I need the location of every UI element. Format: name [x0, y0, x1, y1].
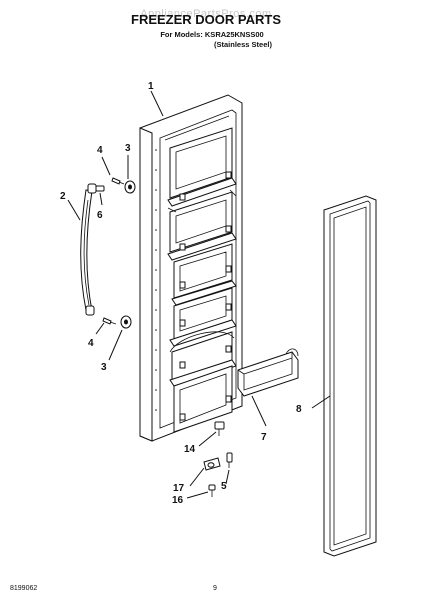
callout-6-upper-pin: 6 — [97, 210, 103, 221]
models-line: For Models: KSRA25KNSS00 — [160, 30, 263, 39]
callout-8-gasket: 8 — [296, 404, 302, 415]
callout-3-lower-spacer: 3 — [101, 362, 107, 373]
door-shelf-3 — [171, 243, 237, 306]
lower-handle-screw — [102, 317, 117, 325]
hinge-screw-14 — [214, 421, 225, 436]
callout-4-upper-screw: 4 — [97, 145, 103, 156]
callout-leaders — [67, 90, 331, 499]
door-shelf-6 — [173, 365, 233, 433]
door-gasket — [323, 195, 377, 557]
callout-7-bin: 7 — [261, 432, 267, 443]
callout-2-handle: 2 — [60, 191, 66, 202]
finish-line: (Stainless Steel) — [214, 40, 272, 49]
door-bin — [237, 348, 299, 397]
shelf-clips — [179, 171, 232, 421]
door-shelf-2 — [167, 189, 237, 261]
callout-16-bottom-screw: 16 — [172, 495, 184, 506]
callout-1-door: 1 — [148, 81, 154, 92]
document-number: 8199062 — [10, 585, 37, 592]
callout-3-upper-spacer: 3 — [125, 143, 131, 154]
callout-17-cam: 17 — [173, 483, 185, 494]
callout-5-lower-pin: 5 — [221, 481, 227, 492]
door-rivets — [155, 149, 157, 411]
upper-handle-pin — [95, 185, 105, 192]
callout-4-lower-screw: 4 — [88, 338, 94, 349]
watermark: AppliancePartsPros.com — [140, 8, 271, 20]
door-cam-17 — [203, 457, 221, 471]
door-shelf-5 — [169, 331, 237, 387]
hinge-pin-5 — [226, 452, 233, 468]
lower-handle-spacer — [120, 315, 132, 329]
upper-handle-screw — [111, 177, 125, 185]
page-title: FREEZER DOOR PARTS — [131, 12, 281, 27]
callout-14-hinge-screw: 14 — [184, 444, 196, 455]
page-number: 9 — [213, 585, 217, 592]
bottom-screw-16 — [208, 484, 216, 497]
freezer-door — [139, 94, 243, 442]
door-handle — [80, 183, 97, 316]
upper-handle-spacer — [124, 180, 136, 194]
